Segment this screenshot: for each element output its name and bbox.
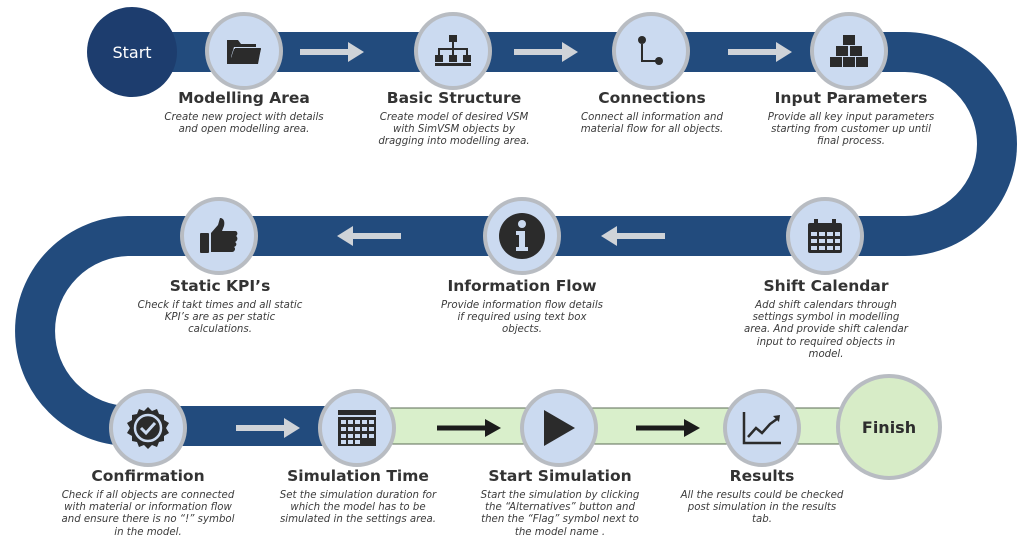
- desc-line: dragging into modelling area.: [378, 136, 530, 148]
- sitemap-icon: [435, 35, 471, 66]
- step-desc-confirmation: Check if all objects are connected with …: [38, 490, 258, 539]
- step-node-simulation-time: [318, 389, 396, 467]
- check-badge-icon: [127, 407, 169, 449]
- start-node: Start: [87, 7, 177, 97]
- play-icon: [544, 410, 575, 446]
- step-node-start-simulation: [520, 389, 598, 467]
- step-title-information-flow: Information Flow: [447, 277, 597, 295]
- desc-line: Provide all key input parameters: [767, 112, 935, 123]
- step-title-input-parameters: Input Parameters: [774, 89, 928, 107]
- desc-line: final process.: [817, 136, 885, 148]
- step-desc-input-parameters: Provide all key input parameters startin…: [741, 112, 961, 149]
- desc-line: post simulation in the results: [687, 502, 837, 514]
- step-desc-simulation-time: Set the simulation duration for which th…: [248, 490, 468, 527]
- start-label: Start: [112, 42, 152, 62]
- desc-line: if required using text box: [457, 312, 587, 324]
- step-title-static-kpis: Static KPI’s: [169, 277, 271, 295]
- desc-line: and ensure there is no “!” symbol: [61, 514, 235, 526]
- step-node-results: [723, 389, 801, 467]
- finish-label: Finish: [861, 417, 917, 437]
- desc-line: settings symbol in modelling: [752, 312, 900, 324]
- step-desc-start-simulation: Start the simulation by clicking the “Al…: [450, 490, 670, 539]
- step-desc-modelling-area: Create new project with details and open…: [134, 112, 354, 136]
- step-desc-shift-calendar: Add shift calendars through settings sym…: [716, 300, 936, 361]
- step-title-simulation-time: Simulation Time: [287, 467, 429, 485]
- arrow-row-3: [236, 418, 700, 438]
- arrow-right: [300, 42, 364, 62]
- desc-line: with material or information flow: [64, 502, 232, 514]
- thumbs-up-icon: [200, 218, 238, 253]
- desc-line: Create model of desired VSM: [379, 112, 529, 123]
- info-icon: [499, 213, 545, 259]
- arrow-right: [728, 42, 792, 62]
- step-title-start-simulation: Start Simulation: [488, 467, 632, 485]
- arrow-right: [236, 418, 300, 438]
- step-node-static-kpis: [180, 197, 258, 275]
- step-node-input-parameters: [810, 12, 888, 90]
- desc-line: Provide information flow details: [441, 300, 603, 311]
- desc-line: model.: [808, 348, 844, 360]
- desc-line: the “Alternatives” button and: [485, 502, 635, 514]
- desc-line: Add shift calendars through: [755, 300, 897, 311]
- desc-line: input to required objects in: [756, 336, 896, 348]
- chart-line-icon: [742, 412, 781, 445]
- desc-line: Check if all objects are connected: [61, 490, 235, 501]
- arrow-row-1: [300, 42, 792, 62]
- desc-line: and open modelling area.: [178, 124, 310, 136]
- step-desc-basic-structure: Create model of desired VSM with SimVSM …: [344, 112, 564, 149]
- step-desc-results: All the results could be checked post si…: [652, 490, 872, 527]
- step-node-modelling-area: [205, 12, 283, 90]
- step-node-connections: [612, 12, 690, 90]
- desc-line: in the model.: [114, 526, 182, 538]
- desc-line: starting from customer up until: [771, 124, 931, 136]
- desc-line: Create new project with details: [164, 112, 324, 123]
- desc-line: simulated in the settings area.: [279, 514, 437, 526]
- step-title-modelling-area: Modelling Area: [178, 89, 310, 107]
- boxes-icon: [830, 35, 868, 67]
- desc-line: Start the simulation by clicking: [480, 490, 640, 501]
- step-node-confirmation: [109, 389, 187, 467]
- step-desc-connections: Connect all information and material flo…: [542, 112, 762, 136]
- finish-node: Finish: [836, 374, 942, 480]
- desc-line: material flow for all objects.: [580, 124, 724, 136]
- arrow-right: [636, 419, 700, 437]
- step-node-information-flow: [483, 197, 561, 275]
- connection-icon: [638, 36, 663, 65]
- arrow-right: [514, 42, 578, 62]
- desc-line: tab.: [752, 514, 772, 526]
- desc-line: Set the simulation duration for: [279, 490, 437, 501]
- desc-line: All the results could be checked: [680, 490, 844, 501]
- folder-icon: [227, 40, 261, 64]
- arrow-right: [437, 419, 501, 437]
- step-desc-static-kpis: Check if takt times and all static KPI’s…: [110, 300, 330, 337]
- arrow-row-2: [337, 226, 665, 246]
- step-title-shift-calendar: Shift Calendar: [763, 277, 889, 295]
- step-title-connections: Connections: [598, 89, 706, 107]
- desc-line: calculations.: [188, 324, 252, 336]
- desc-line: which the model has to be: [290, 502, 426, 514]
- step-title-basic-structure: Basic Structure: [386, 89, 522, 107]
- step-desc-information-flow: Provide information flow details if requ…: [412, 300, 632, 337]
- step-node-basic-structure: [414, 12, 492, 90]
- desc-line: Check if takt times and all static: [137, 300, 303, 311]
- desc-line: objects.: [502, 324, 542, 336]
- calendar-icon: [808, 219, 842, 253]
- desc-line: then the “Flag” symbol next to: [481, 514, 639, 526]
- step-node-shift-calendar: [786, 197, 864, 275]
- desc-line: area. And provide shift calendar: [744, 324, 908, 336]
- desc-line: with SimVSM objects by: [393, 124, 515, 136]
- desc-line: Connect all information and: [581, 112, 723, 123]
- desc-line: KPI’s are as per static: [164, 312, 276, 324]
- arrow-left: [337, 226, 401, 246]
- step-title-results: Results: [729, 467, 795, 485]
- calendar-grid-icon: [338, 410, 376, 446]
- desc-line: the model name .: [514, 526, 606, 538]
- step-title-confirmation: Confirmation: [91, 467, 205, 485]
- arrow-left: [601, 226, 665, 246]
